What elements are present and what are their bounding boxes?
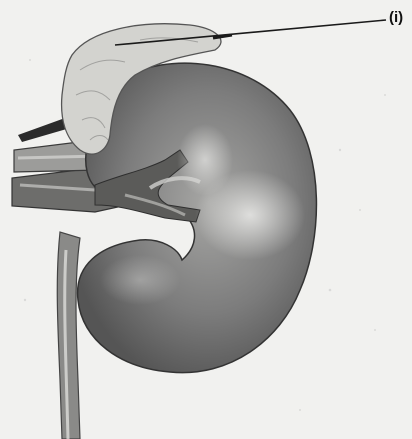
structure-label-i: (i) — [389, 9, 403, 26]
